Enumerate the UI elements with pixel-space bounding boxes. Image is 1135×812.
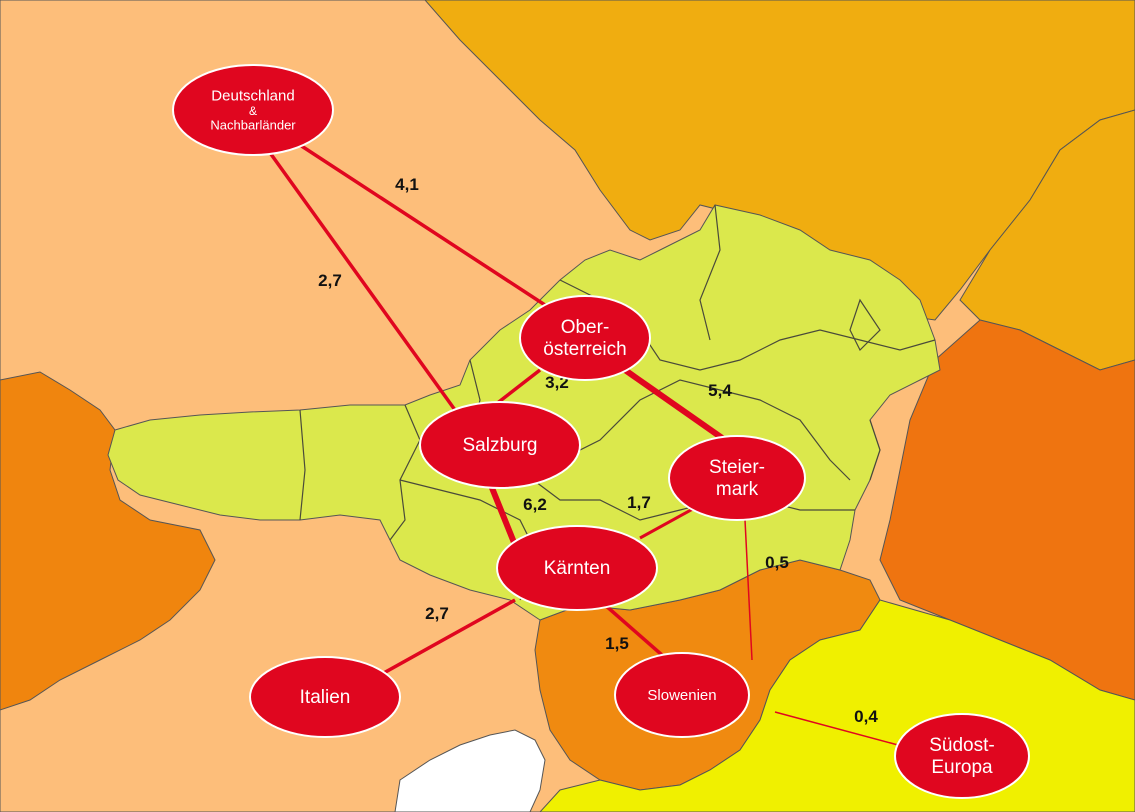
node-salzburg: Salzburg	[419, 401, 581, 489]
flow-value-steiermark-slowenien: 0,5	[765, 553, 789, 572]
node-label-italien-0: Italien	[300, 687, 351, 708]
flow-lines	[266, 143, 899, 746]
flow-line-kaernten-steiermark	[639, 503, 701, 540]
region-sea	[394, 729, 546, 812]
node-label-slowenien-0: Slowenien	[647, 687, 716, 704]
node-label-steiermark-1: mark	[716, 479, 759, 500]
node-label-steiermark-0: Steier-	[709, 457, 765, 478]
node-label-oberoesterreich-0: Ober-	[561, 317, 610, 338]
flow-value-oberoesterreich-steiermark: 5,4	[708, 381, 732, 400]
node-label-deutschland-0: Deutschland	[211, 87, 294, 104]
flow-value-kaernten-steiermark: 1,7	[627, 493, 651, 512]
node-suedost: Südost-Europa	[894, 713, 1030, 799]
flow-value-kaernten-italien: 2,7	[425, 604, 449, 623]
node-ellipse-slowenien	[614, 652, 750, 738]
node-deutschland: Deutschland&Nachbarländer	[172, 64, 334, 156]
node-label-deutschland-1: &	[249, 104, 257, 118]
node-italien: Italien	[249, 656, 401, 738]
flow-line-slowenien-suedost	[774, 711, 899, 746]
node-ellipse-suedost	[894, 713, 1030, 799]
flow-line-salzburg-kaernten	[485, 476, 518, 547]
flow-line-oberoesterreich-steiermark	[623, 367, 727, 443]
node-kaernten: Kärnten	[496, 525, 658, 611]
node-label-suedost-1: Europa	[931, 757, 993, 778]
flow-line-deutschland-salzburg	[266, 148, 457, 412]
node-steiermark: Steier-mark	[668, 435, 806, 521]
node-ellipse-italien	[249, 656, 401, 738]
region-west	[0, 371, 216, 711]
node-ellipse-kaernten	[496, 525, 658, 611]
node-slowenien: Slowenien	[614, 652, 750, 738]
node-ellipse-steiermark	[668, 435, 806, 521]
node-oberoesterreich: Ober-österreich	[519, 295, 651, 381]
flow-line-kaernten-italien	[379, 598, 516, 677]
flow-value-deutschland-salzburg: 2,7	[318, 271, 342, 290]
node-ellipse-oberoesterreich	[519, 295, 651, 381]
node-label-suedost-0: Südost-	[929, 735, 994, 756]
node-label-salzburg-0: Salzburg	[463, 435, 538, 456]
flow-value-slowenien-suedost: 0,4	[854, 707, 878, 726]
flow-value-salzburg-kaernten: 6,2	[523, 495, 547, 514]
node-label-oberoesterreich-1: österreich	[543, 339, 626, 360]
node-ellipse-deutschland	[172, 64, 334, 156]
flow-line-kaernten-slowenien	[603, 603, 664, 657]
flow-line-deutschland-oberoesterreich	[299, 143, 546, 307]
node-label-deutschland-2: Nachbarländer	[210, 118, 296, 133]
node-label-kaernten-0: Kärnten	[544, 558, 611, 579]
flow-value-deutschland-oberoesterreich: 4,1	[395, 175, 419, 194]
flow-value-kaernten-slowenien: 1,5	[605, 634, 629, 653]
region-nodes: Deutschland&NachbarländerOber-österreich…	[172, 64, 1030, 799]
node-ellipse-salzburg	[419, 401, 581, 489]
flow-line-steiermark-slowenien	[744, 519, 753, 661]
